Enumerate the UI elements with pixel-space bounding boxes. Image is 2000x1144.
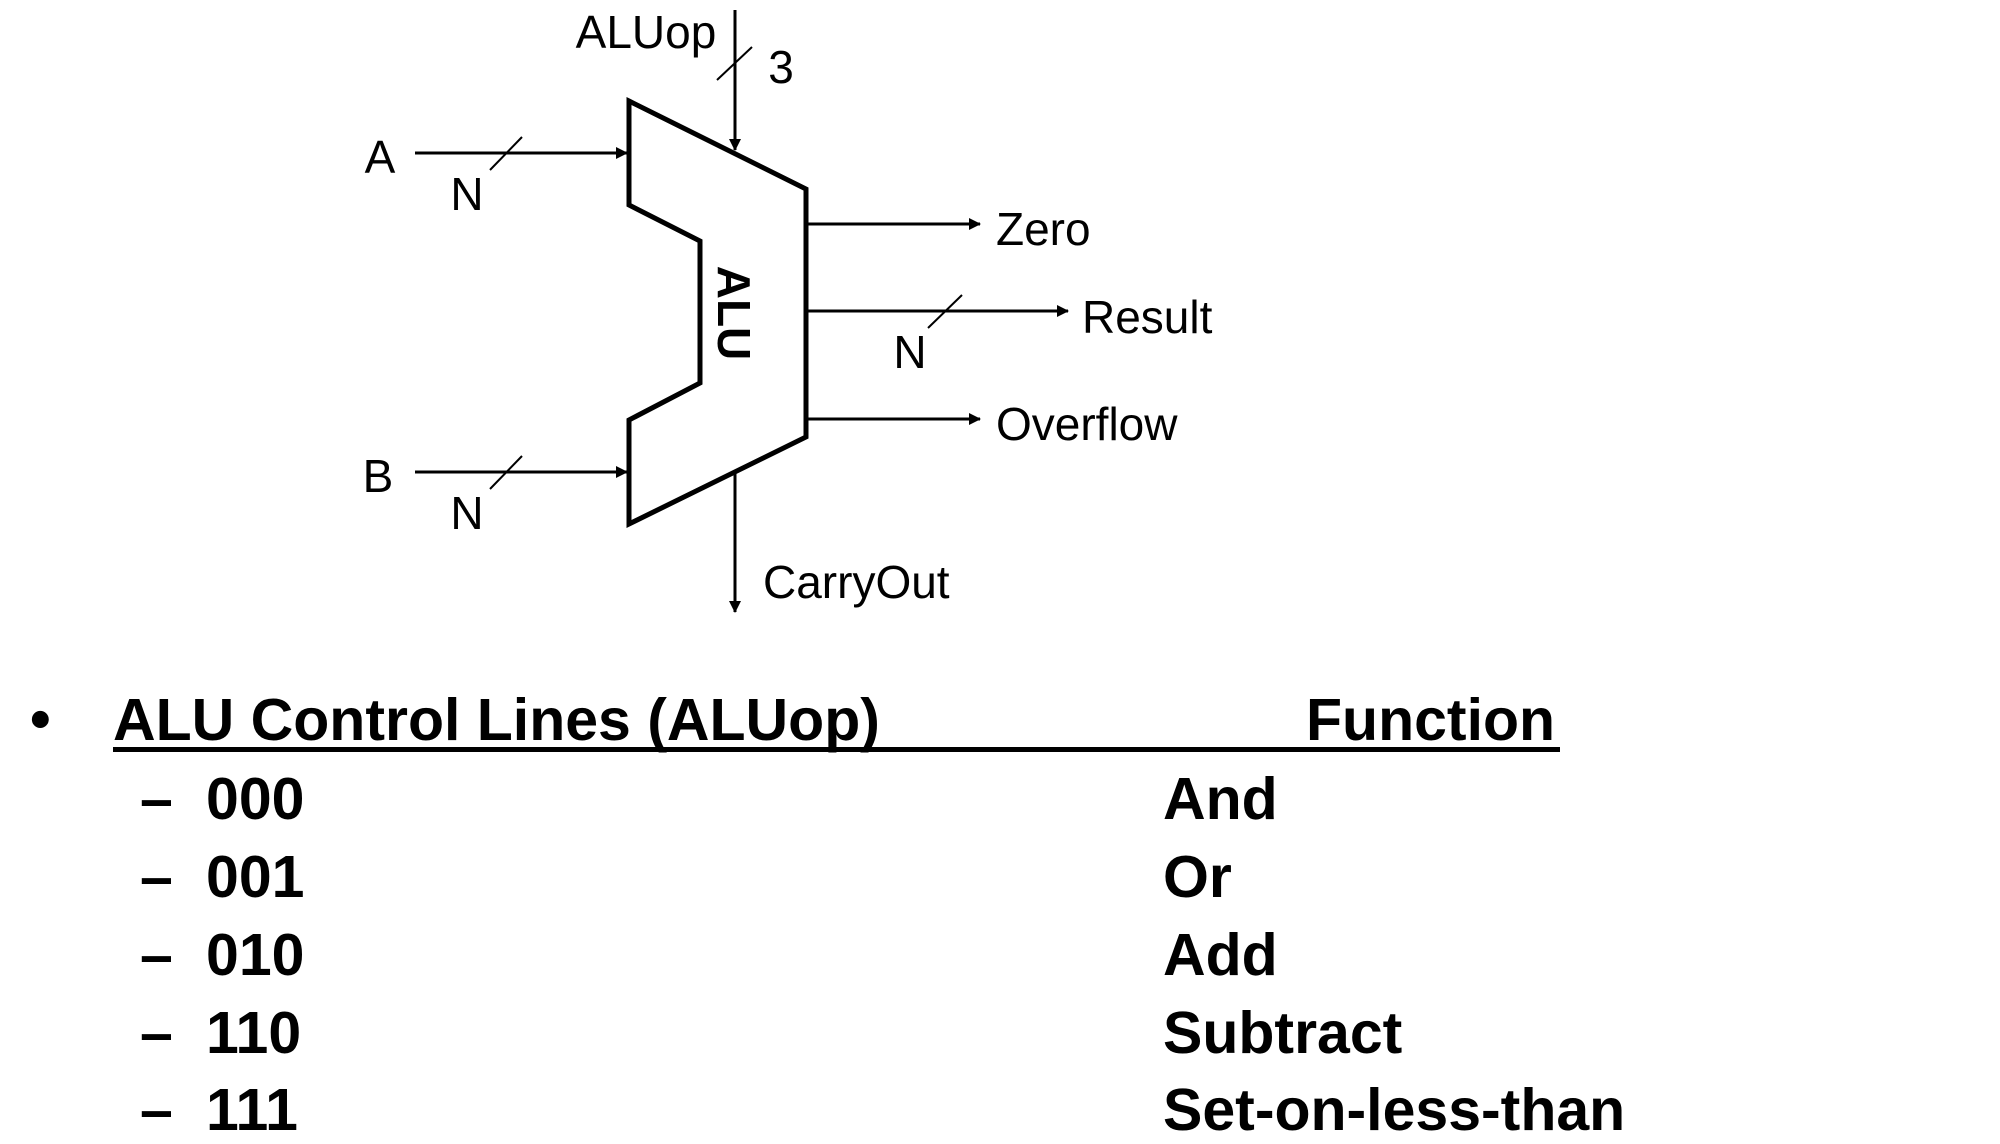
input-a-width-label: N	[450, 168, 483, 220]
alu-diagram: ALU ALUop 3 A N B N Zero Result N Overfl…	[363, 6, 1213, 613]
output-result-width-slash	[927, 294, 963, 329]
row-dash: –	[140, 844, 173, 910]
aluop-width-label: 3	[768, 41, 794, 93]
bullet-point: •	[30, 686, 51, 752]
row-dash: –	[140, 766, 173, 832]
aluop-code: 010	[206, 922, 305, 988]
output-zero-label: Zero	[996, 203, 1091, 255]
function-name: Subtract	[1163, 1000, 1403, 1066]
input-b-width-slash	[489, 455, 523, 490]
output-overflow-label: Overflow	[996, 398, 1178, 450]
aluop-label: ALUop	[576, 6, 717, 58]
function-name: Set-on-less-than	[1163, 1077, 1626, 1143]
control-lines-header: ALU Control Lines (ALUop)	[113, 687, 880, 753]
carryout-label: CarryOut	[763, 556, 950, 608]
aluop-code: 110	[206, 1000, 302, 1066]
input-b-width-label: N	[450, 487, 483, 539]
output-result-label: Result	[1082, 291, 1213, 343]
input-b-label: B	[363, 450, 394, 502]
alu-block	[626, 96, 809, 529]
function-name: And	[1163, 766, 1278, 832]
input-a-width-slash	[489, 136, 523, 171]
function-name: Add	[1163, 922, 1278, 988]
aluop-code: 001	[206, 844, 305, 910]
alu-label: ALU	[708, 266, 760, 361]
row-dash: –	[140, 1000, 173, 1066]
aluop-width-slash	[716, 46, 753, 81]
row-dash: –	[140, 1077, 173, 1143]
input-a-label: A	[365, 131, 396, 183]
row-dash: –	[140, 922, 173, 988]
output-result-width-label: N	[893, 326, 926, 378]
function-name: Or	[1163, 844, 1232, 910]
aluop-code: 000	[206, 766, 305, 832]
aluop-code: 111	[206, 1077, 298, 1143]
function-header: Function	[1306, 687, 1556, 753]
header-underline	[113, 747, 1560, 752]
